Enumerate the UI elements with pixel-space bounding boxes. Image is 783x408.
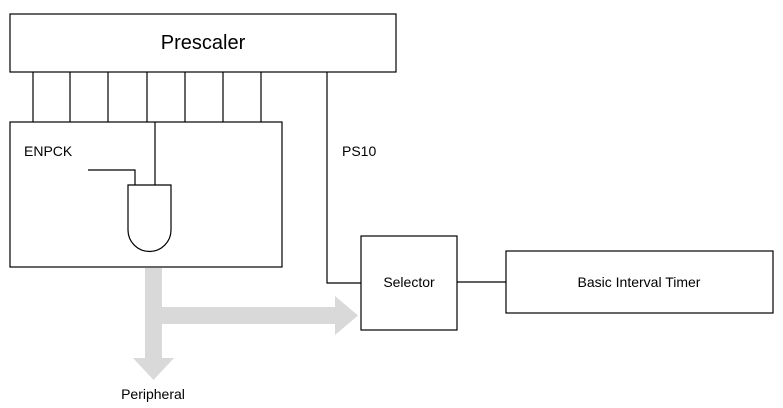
- selector-flow-arrow: [162, 296, 358, 335]
- prescaler-label: Prescaler: [161, 32, 246, 54]
- selector-label: Selector: [383, 274, 435, 290]
- ps10-label: PS10: [342, 143, 376, 159]
- prescaler-block: Prescaler: [9, 13, 397, 73]
- prescaler-tap-lines: [32, 72, 262, 122]
- peripheral-label: Peripheral: [121, 386, 185, 402]
- clock-control-block: ENPCK: [9, 121, 283, 268]
- peripheral-flow-arrow: [133, 268, 174, 380]
- enable-input-wire: [88, 169, 136, 185]
- ps10-signal: PS10: [326, 72, 376, 284]
- basic-interval-timer-block: Basic Interval Timer: [505, 250, 774, 314]
- selector-block: Selector: [360, 235, 458, 331]
- and-gate: [127, 184, 172, 253]
- enable-label: ENPCK: [24, 143, 73, 159]
- timer-label: Basic Interval Timer: [578, 274, 701, 290]
